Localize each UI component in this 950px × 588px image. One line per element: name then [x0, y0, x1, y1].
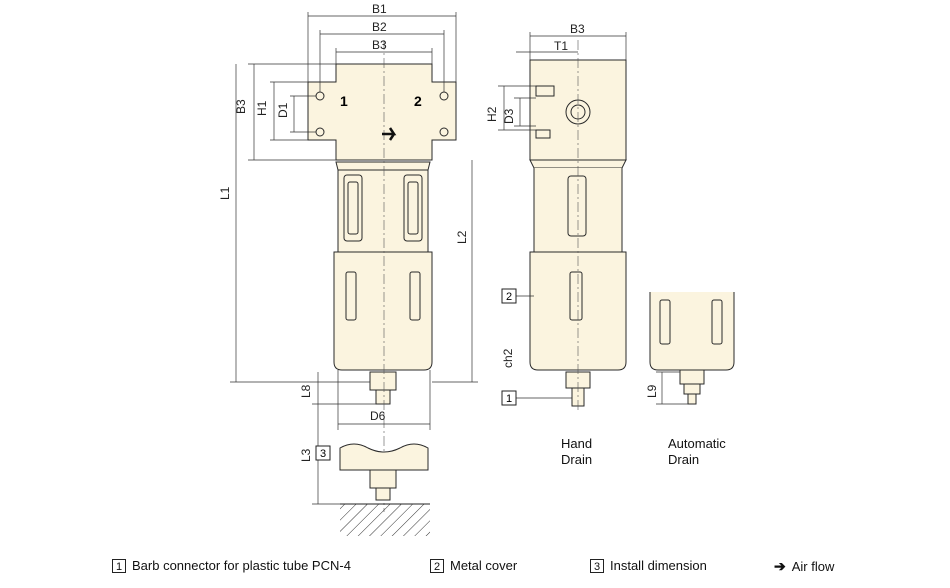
flow-arrow-icon — [382, 127, 397, 141]
dim-b2: B2 — [372, 20, 387, 34]
front-window-right — [403, 174, 423, 242]
dim-t1: T1 — [554, 39, 568, 53]
screw-br — [439, 127, 449, 137]
legend-item-metal-cover: 2 Metal cover — [430, 558, 517, 573]
legend-num-2: 2 — [430, 558, 444, 573]
legend-item-barb: 1 Barb connector for plastic tube PCN-4 — [112, 558, 351, 573]
ground-hatch — [340, 504, 430, 536]
front-head — [307, 63, 457, 161]
install-detail — [339, 443, 429, 501]
dim-d6: D6 — [370, 409, 386, 423]
front-bowl-lower — [333, 251, 433, 371]
auto-drain-view — [649, 292, 735, 405]
dim-b3-side: B3 — [570, 22, 585, 36]
legend-num-1: 1 — [112, 558, 126, 573]
dim-h1: H1 — [255, 100, 269, 116]
front-window-left — [343, 174, 363, 242]
dim-ch2: ch2 — [501, 348, 515, 368]
dim-h2: H2 — [485, 106, 499, 122]
dim-l3: L3 — [299, 448, 313, 462]
callout-3: 3 — [320, 448, 326, 460]
hand-drain-label: Hand Drain — [561, 436, 593, 467]
dim-d1: D1 — [276, 102, 290, 118]
dim-l1: L1 — [218, 186, 232, 200]
dim-l8: L8 — [299, 384, 313, 398]
port-in-label: 1 — [340, 93, 348, 109]
drawing-canvas: 1 2 B1 B2 B3 B3 H1 D1 L1 L2 L8 D6 L3 3 — [218, 2, 735, 536]
dim-l2: L2 — [455, 230, 469, 244]
side-window-upper — [567, 175, 587, 237]
front-lower-window-right — [409, 271, 421, 321]
dim-b3: B3 — [372, 38, 387, 52]
screw-tl — [315, 91, 325, 101]
arrow-right-icon: ➔ — [774, 558, 786, 574]
legend-num-3: 3 — [590, 558, 604, 573]
front-lower-window-left — [345, 271, 357, 321]
port-out-label: 2 — [414, 93, 422, 109]
callout-2-box — [501, 288, 517, 304]
callout-1-box — [501, 390, 517, 406]
automatic-drain-label: Automatic Drain — [668, 436, 726, 467]
front-view — [307, 63, 457, 405]
dim-b3-vertical: B3 — [234, 99, 248, 114]
dim-l9: L9 — [645, 384, 659, 398]
legend: 1 Barb connector for plastic tube PCN-4 … — [0, 558, 950, 582]
dim-d3: D3 — [502, 108, 516, 124]
front-drain-fitting — [369, 371, 397, 391]
callout-3-box — [315, 445, 331, 461]
side-window-lower — [569, 271, 583, 321]
legend-item-air-flow: ➔ Air flow — [774, 558, 835, 574]
front-dimension-lines — [230, 12, 478, 505]
side-dimension-lines — [498, 32, 627, 399]
callout-2: 2 — [506, 291, 512, 303]
callout-1: 1 — [506, 393, 512, 405]
legend-item-install: 3 Install dimension — [590, 558, 707, 573]
screw-bl — [315, 127, 325, 137]
screw-tr — [439, 91, 449, 101]
dim-b1: B1 — [372, 2, 387, 16]
front-drain-tip — [375, 389, 391, 405]
